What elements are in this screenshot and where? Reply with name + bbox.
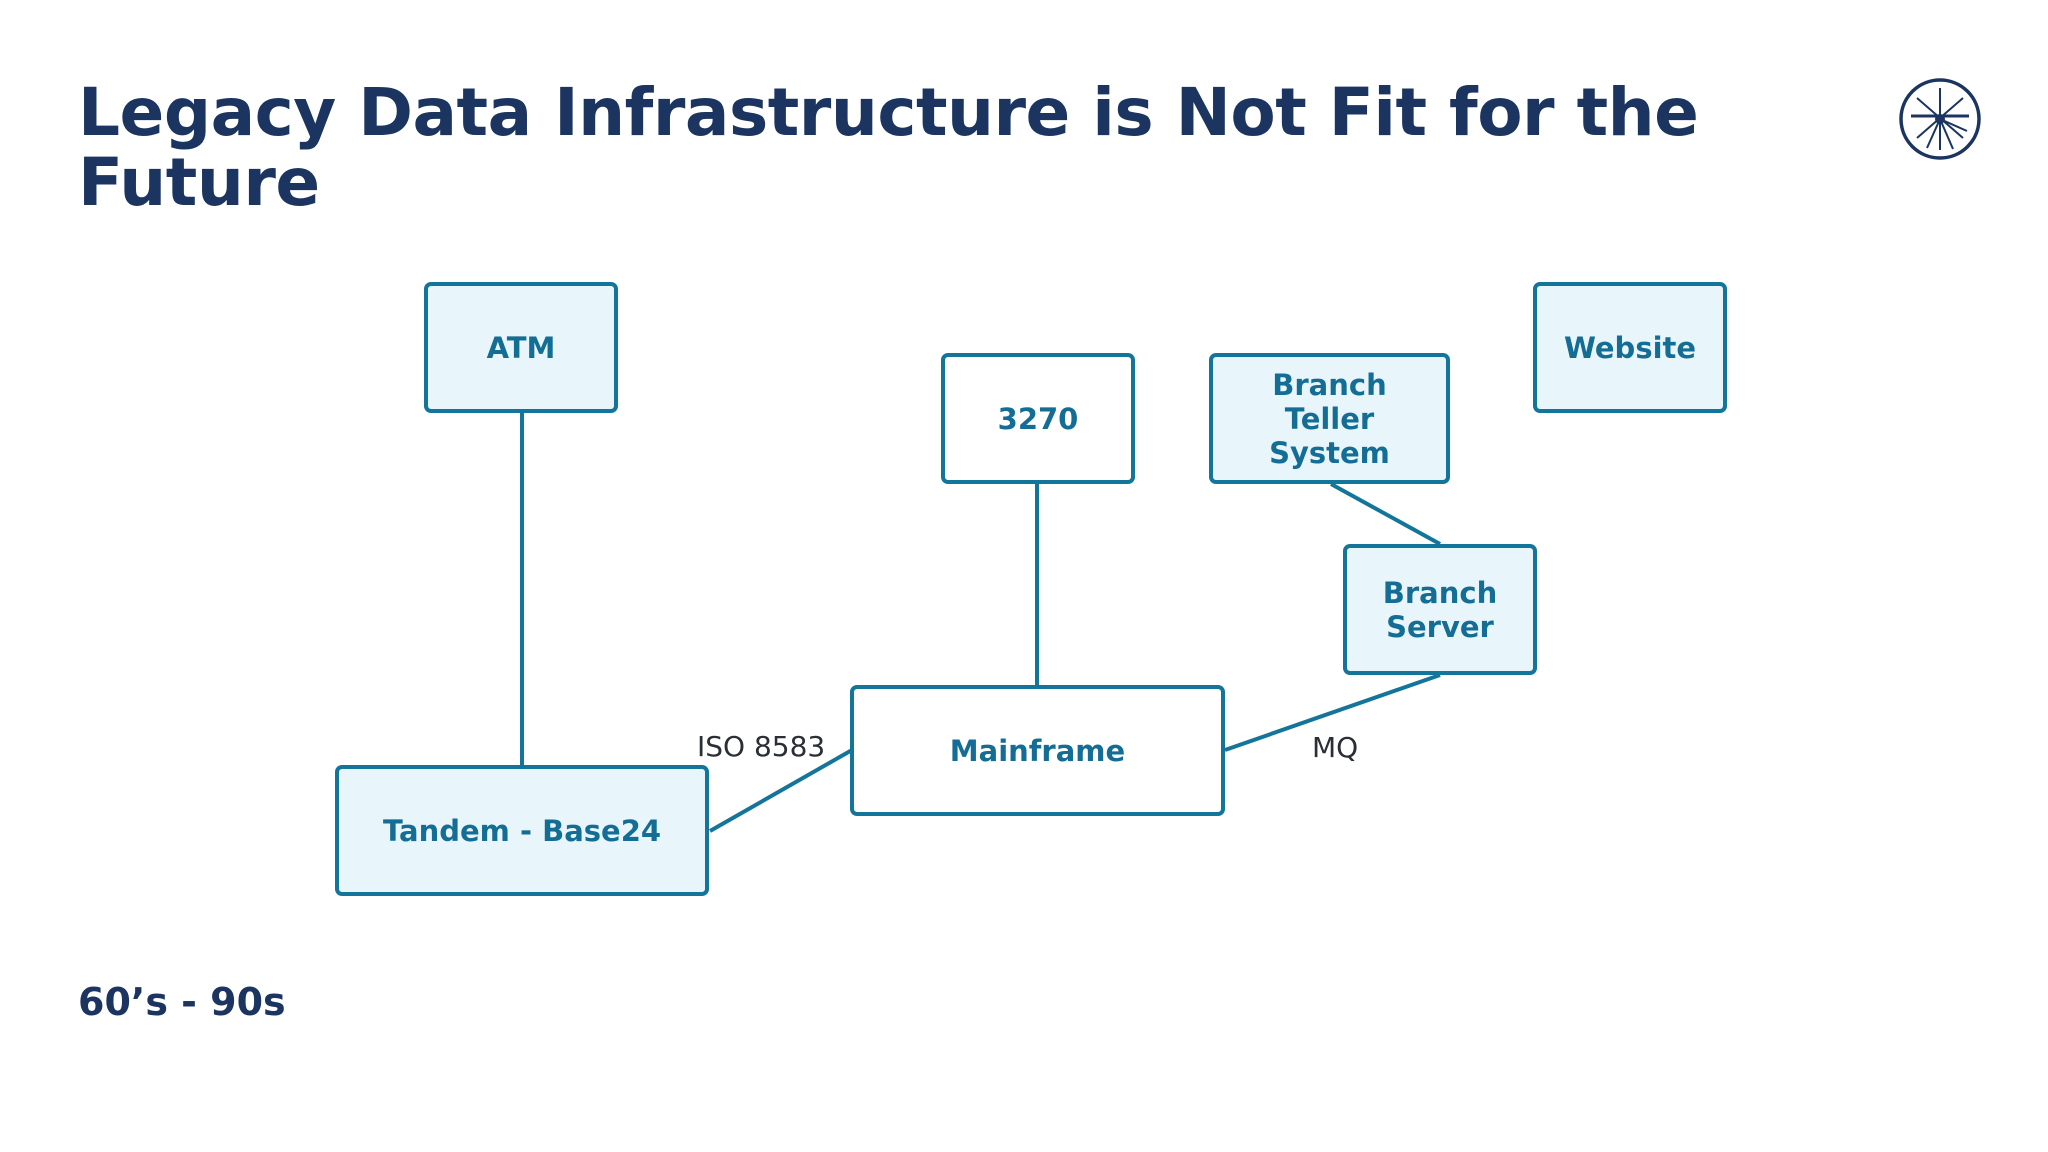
edge-tandem-mainframe [709,748,853,833]
node-atm: ATM [424,282,618,413]
slide-title: Legacy Data Infrastructure is Not Fit fo… [78,74,1699,221]
node-mainframe: Mainframe [850,685,1225,816]
edge-teller-branchserver [1330,482,1441,546]
node-atm-label: ATM [486,330,556,365]
node-website: Website [1533,282,1727,413]
company-logo [1897,76,1983,162]
starburst-logo-icon [1899,78,1981,160]
node-branch-server: Branch Server [1343,544,1537,675]
edge-label-iso-8583: ISO 8583 [697,730,826,763]
node-tandem-base24: Tandem - Base24 [335,765,709,896]
edge-mainframe-branchserver [1224,673,1441,752]
node-mainframe-label: Mainframe [949,733,1126,768]
era-label: 60’s - 90s [78,980,286,1024]
edge-label-mq: MQ [1312,731,1359,764]
node-branch-teller-system-label: Branch Teller System [1269,367,1390,470]
node-branch-teller-system: Branch Teller System [1209,353,1450,484]
node-3270-label: 3270 [997,401,1079,436]
node-branch-server-label: Branch Server [1382,575,1498,644]
node-tandem-base24-label: Tandem - Base24 [382,813,662,848]
node-website-label: Website [1563,330,1697,365]
node-3270: 3270 [941,353,1135,484]
